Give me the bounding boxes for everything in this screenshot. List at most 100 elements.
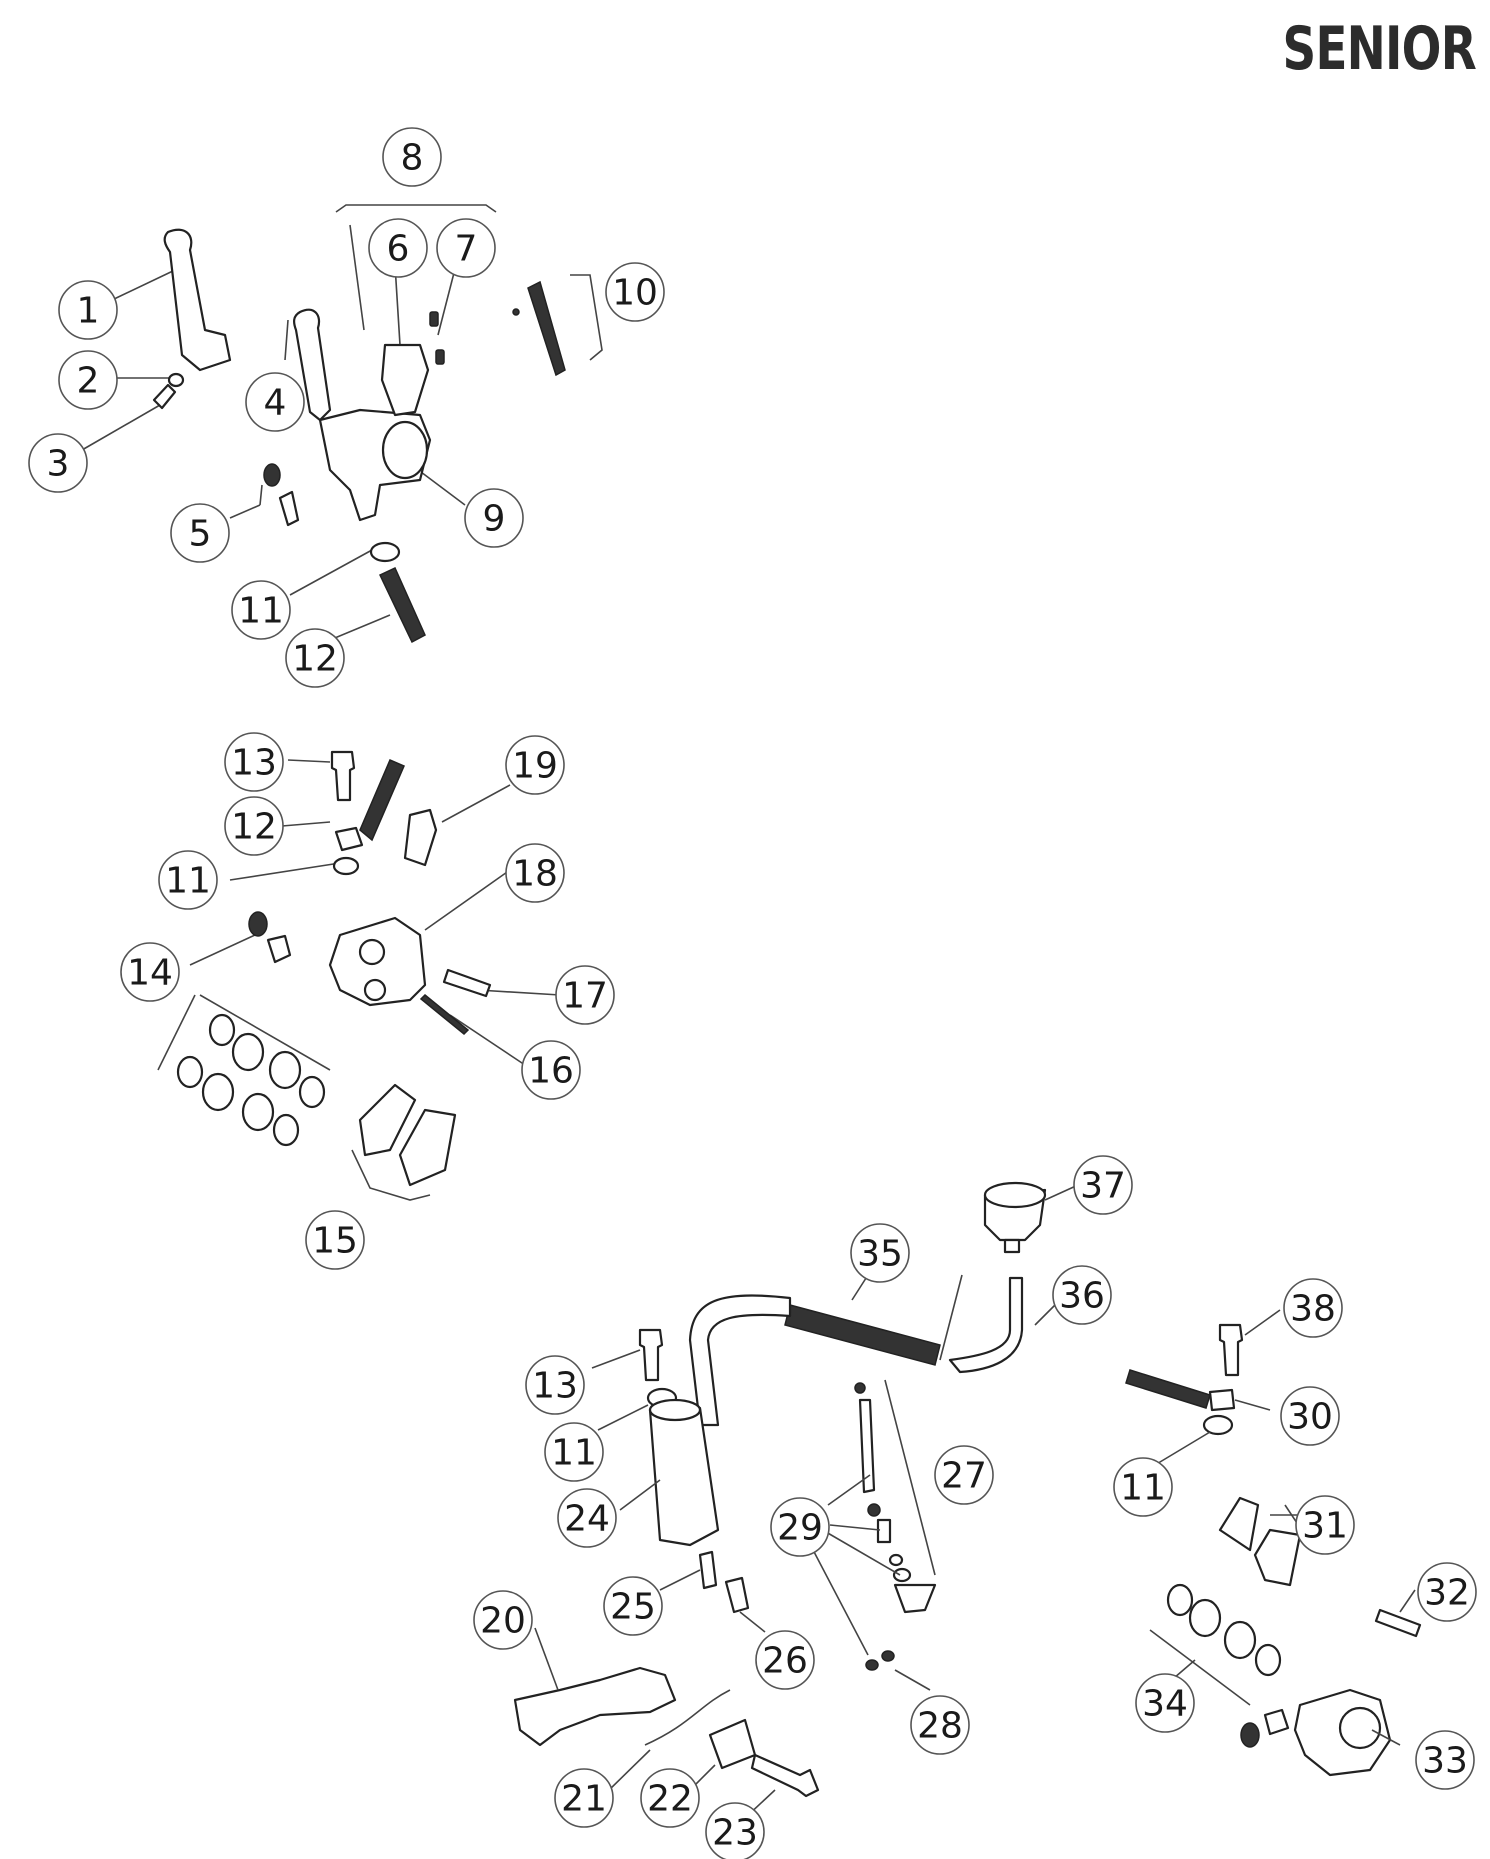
callout-number: 25 (610, 1587, 656, 1628)
callout-22: 22 (640, 1768, 700, 1828)
callout-number: 12 (231, 807, 277, 848)
callout-circle (1295, 1495, 1355, 1555)
callout-19: 19 (505, 735, 565, 795)
callout-circle (505, 843, 565, 903)
front-master-cylinder-group (81, 204, 603, 644)
callout-13: 13 (224, 732, 284, 792)
callout-circle (305, 1210, 365, 1270)
callout-circle (245, 372, 305, 432)
callout-number: 12 (292, 639, 338, 680)
callout-number: 30 (1287, 1397, 1333, 1438)
callout-14: 14 (120, 942, 180, 1002)
callout-6: 6 (368, 218, 428, 278)
callout-number: 6 (387, 229, 410, 270)
callout-number: 22 (647, 1779, 693, 1820)
callout-circle (436, 218, 496, 278)
callout-number: 33 (1422, 1741, 1468, 1782)
callout-13: 13 (525, 1355, 585, 1415)
callout-7: 7 (436, 218, 496, 278)
callout-circle (58, 350, 118, 410)
callout-number: 18 (512, 854, 558, 895)
callout-25: 25 (603, 1576, 663, 1636)
callout-circle (473, 1590, 533, 1650)
callout-number: 21 (561, 1779, 607, 1820)
callout-15: 15 (305, 1210, 365, 1270)
callout-28: 28 (910, 1695, 970, 1755)
callout-circle (224, 796, 284, 856)
callout-number: 38 (1290, 1289, 1336, 1330)
callout-35: 35 (850, 1223, 910, 1283)
callout-number: 10 (612, 273, 658, 314)
callout-36: 36 (1052, 1265, 1112, 1325)
callout-number: 11 (551, 1433, 597, 1474)
callout-number: 11 (238, 591, 284, 632)
callout-number: 14 (127, 953, 173, 994)
callout-32: 32 (1417, 1562, 1477, 1622)
callout-number: 26 (762, 1641, 808, 1682)
callout-circle (910, 1695, 970, 1755)
callout-17: 17 (555, 965, 615, 1025)
callout-11: 11 (544, 1422, 604, 1482)
callout-circle (555, 965, 615, 1025)
callout-9: 9 (464, 488, 524, 548)
callout-number: 20 (480, 1601, 526, 1642)
callout-circle (1052, 1265, 1112, 1325)
callout-27: 27 (934, 1445, 994, 1505)
callout-number: 16 (528, 1051, 574, 1092)
callout-circle (1417, 1562, 1477, 1622)
callout-11: 11 (1113, 1457, 1173, 1517)
callout-29: 29 (770, 1497, 830, 1557)
callout-5: 5 (170, 503, 230, 563)
callout-8: 8 (382, 127, 442, 187)
callout-number: 29 (777, 1508, 823, 1549)
callout-18: 18 (505, 843, 565, 903)
callout-circle (850, 1223, 910, 1283)
page-title: SENIOR (1282, 14, 1477, 84)
callout-number: 23 (712, 1813, 758, 1854)
callout-20: 20 (473, 1590, 533, 1650)
callout-circle (224, 732, 284, 792)
callout-number: 19 (512, 746, 558, 787)
callout-number: 1 (77, 291, 100, 332)
callout-number: 24 (564, 1499, 610, 1540)
callout-circle (58, 280, 118, 340)
callout-number: 3 (47, 444, 70, 485)
front-caliper-group (157, 750, 561, 1201)
callout-circle (1415, 1730, 1475, 1790)
callout-circle (505, 735, 565, 795)
callout-number: 32 (1424, 1573, 1470, 1614)
callout-circle (605, 262, 665, 322)
callout-circle (158, 850, 218, 910)
callout-number: 28 (917, 1706, 963, 1747)
callout-number: 34 (1142, 1684, 1188, 1725)
callout-number: 17 (562, 976, 608, 1017)
callout-circle (544, 1422, 604, 1482)
callout-circle (640, 1768, 700, 1828)
callout-circle (525, 1355, 585, 1415)
callout-circle (1280, 1386, 1340, 1446)
callout-30: 30 (1280, 1386, 1340, 1446)
callout-circle (382, 127, 442, 187)
callout-38: 38 (1283, 1278, 1343, 1338)
callout-11: 11 (158, 850, 218, 910)
callout-circle (603, 1576, 663, 1636)
callout-circle (464, 488, 524, 548)
callout-number: 4 (264, 383, 287, 424)
callout-circle (1135, 1673, 1195, 1733)
callout-circle (120, 942, 180, 1002)
callout-10: 10 (605, 262, 665, 322)
callout-circle (770, 1497, 830, 1557)
callout-circle (231, 580, 291, 640)
callout-number: 31 (1302, 1506, 1348, 1547)
callout-circle (554, 1768, 614, 1828)
callout-number: 27 (941, 1456, 987, 1497)
callout-34: 34 (1135, 1673, 1195, 1733)
callout-4: 4 (245, 372, 305, 432)
callout-circle (285, 628, 345, 688)
callout-37: 37 (1073, 1155, 1133, 1215)
callout-number: 2 (77, 361, 100, 402)
callout-number: 37 (1080, 1166, 1126, 1207)
callout-circle (557, 1488, 617, 1548)
callout-circle (368, 218, 428, 278)
